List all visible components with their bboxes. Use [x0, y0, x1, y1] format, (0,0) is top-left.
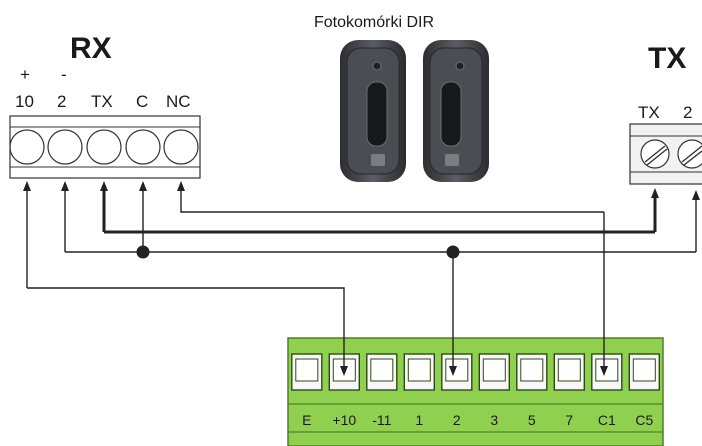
tx-title: TX — [648, 42, 686, 75]
board-slot-inner — [632, 358, 656, 382]
photocell-right-image — [423, 40, 489, 182]
board-terminal-label: 1 — [415, 412, 423, 428]
board-terminal-label: 3 — [490, 412, 498, 428]
control-board-terminal-strip — [287, 337, 664, 446]
tx-screw-2 — [677, 139, 702, 169]
tx-terminal-label-tx: TX — [638, 103, 660, 122]
board-slot-inner — [482, 358, 506, 382]
rx-plus-label: + — [20, 65, 30, 84]
tx-terminal-block — [629, 123, 702, 185]
board-terminal-label: 2 — [453, 412, 461, 428]
board-terminal-label: 7 — [565, 412, 573, 428]
tx-terminal-label-2: 2 — [683, 103, 692, 122]
rx-title: RX — [70, 32, 112, 65]
board-terminal-label: 5 — [528, 412, 536, 428]
rx-terminal-label-2: 2 — [57, 92, 66, 111]
wire-rx10-to-board-plus10 — [27, 287, 348, 376]
rx-screw-nc — [163, 129, 199, 165]
rx-screw-10 — [9, 129, 45, 165]
rx-terminal-label-nc: NC — [166, 92, 191, 111]
rx-screw-2 — [47, 129, 83, 165]
board-slot-inner — [595, 358, 619, 382]
board-slot-inner — [407, 358, 431, 382]
board-slot-inner — [370, 358, 394, 382]
rx-terminal-label-tx: TX — [91, 92, 113, 111]
board-terminal-label: +10 — [332, 412, 356, 428]
photocell-left-image — [340, 40, 406, 182]
board-slot-inner — [520, 358, 544, 382]
rx-screw-c — [125, 129, 161, 165]
junction-dot-left — [136, 245, 150, 259]
rx-terminal-label-10: 10 — [15, 92, 34, 111]
wires — [23, 181, 700, 376]
rx-minus-label: - — [61, 65, 67, 84]
rx-terminal-block — [9, 115, 201, 179]
board-terminal-label: E — [302, 412, 311, 428]
board-terminal-label: C5 — [635, 412, 653, 428]
board-slot-inner — [445, 358, 469, 382]
junction-dot-right — [446, 245, 460, 259]
board-terminal-label: C1 — [598, 412, 616, 428]
photocells-title: Fotokomórki DIR — [314, 14, 434, 31]
tx-screw-tx — [640, 139, 670, 169]
board-slot-inner — [295, 358, 319, 382]
rx-screw-tx — [86, 129, 122, 165]
rx-terminal-label-c: C — [136, 92, 148, 111]
board-slot-inner — [557, 358, 581, 382]
board-terminal-label: -11 — [372, 412, 391, 428]
wire-rx-nc-up — [177, 181, 604, 213]
